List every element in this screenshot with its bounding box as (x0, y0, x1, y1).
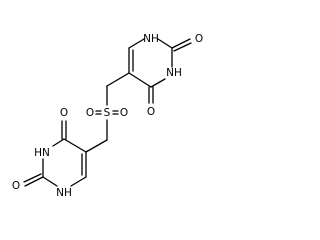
bond-c2-o-bottom-a (24, 176, 44, 187)
bond-c2-o-bottom-b (23, 173, 42, 183)
atom-label-hn-bottom-3: HN (34, 147, 50, 159)
atom-label-o-top-c2: O (195, 33, 203, 45)
atom-label-o-sulfonyl-right: O (120, 107, 128, 119)
sulfonyl-linker (85, 72, 130, 153)
bond-c6-n1-top (128, 38, 145, 49)
chemical-structure: NH O NH O S O O O HN O NH (12, 33, 203, 199)
bond-n3-c4-top (150, 78, 166, 88)
bond-c4-n3-bottom (52, 138, 65, 147)
atom-label-nh-top-1: NH (143, 33, 159, 45)
bond-c2-o-top-a (171, 38, 191, 49)
bond-c2-o-top-b (173, 42, 192, 52)
bond-c2-n1-bottom (42, 176, 58, 187)
atom-label-nh-bottom-1: NH (56, 187, 72, 199)
atom-labels: NH O NH O S O O O HN O NH (12, 33, 203, 199)
atom-label-nh-top-3: NH (166, 67, 182, 79)
upper-uracil-ring (128, 38, 192, 104)
bond-c5-c4-bottom (63, 138, 87, 153)
bond-n1-c6-bottom (70, 176, 87, 187)
bond-ch2-c5-bottom (85, 139, 108, 153)
atom-label-o-bottom-c4: O (60, 107, 68, 119)
atom-label-s: S (104, 107, 111, 119)
lower-uracil-ring (23, 120, 87, 187)
atom-label-o-bottom-c2: O (12, 180, 20, 192)
bond-c5-ch2-top (106, 72, 130, 87)
bond-c4-c5-top (128, 72, 152, 88)
bond-n1-c2-top (157, 38, 173, 49)
atom-label-o-top-c4: O (147, 106, 155, 118)
atom-label-o-sulfonyl-left: O (86, 107, 94, 119)
